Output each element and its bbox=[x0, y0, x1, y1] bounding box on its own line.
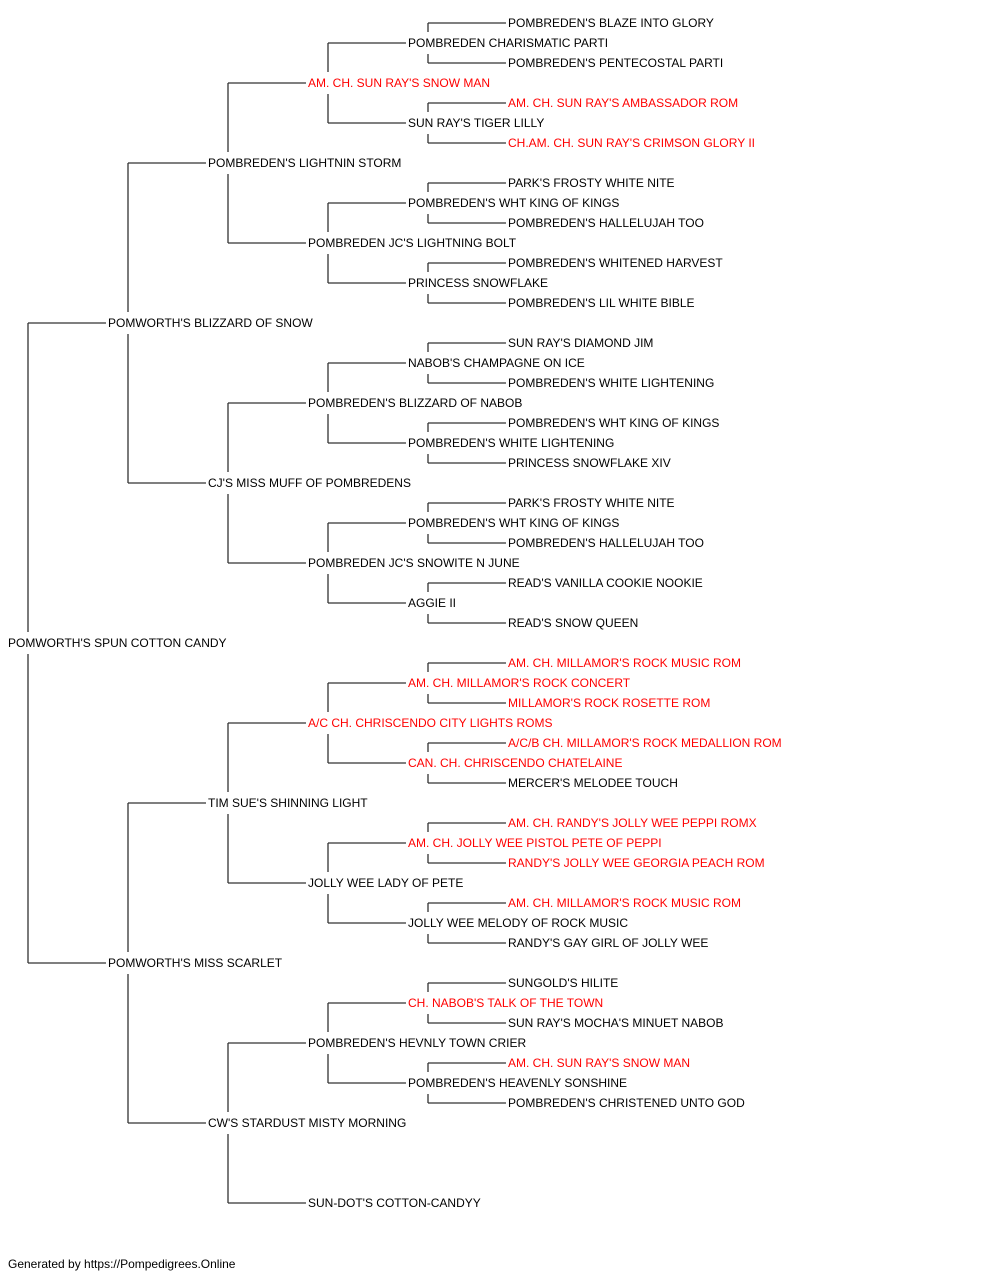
dog-name-gen5: POMBREDEN'S HALLELUJAH TOO bbox=[508, 216, 704, 230]
dog-name-gen5: POMBREDEN'S LIL WHITE BIBLE bbox=[508, 296, 695, 310]
dog-name-gen2: CJ'S MISS MUFF OF POMBREDENS bbox=[208, 476, 411, 490]
dog-name-gen3: SUN-DOT'S COTTON-CANDYY bbox=[308, 1196, 481, 1210]
dog-name-gen5: AM. CH. SUN RAY'S AMBASSADOR ROM bbox=[508, 96, 739, 110]
dog-name-gen5: POMBREDEN'S WHITENED HARVEST bbox=[508, 256, 723, 270]
dog-name-gen5: CH.AM. CH. SUN RAY'S CRIMSON GLORY II bbox=[508, 136, 755, 150]
dog-name-gen5: READ'S SNOW QUEEN bbox=[508, 616, 639, 630]
dog-name-gen5: AM. CH. RANDY'S JOLLY WEE PEPPI ROMX bbox=[508, 816, 757, 830]
dog-name-gen2: TIM SUE'S SHINNING LIGHT bbox=[208, 796, 368, 810]
dog-name-gen5: AM. CH. MILLAMOR'S ROCK MUSIC ROM bbox=[508, 656, 741, 670]
dog-name-gen1: POMWORTH'S BLIZZARD OF SNOW bbox=[108, 316, 313, 330]
dog-name-gen2: POMBREDEN'S LIGHTNIN STORM bbox=[208, 156, 402, 170]
dog-name-gen5: AM. CH. SUN RAY'S SNOW MAN bbox=[508, 1056, 691, 1070]
dog-name-gen3: POMBREDEN'S HEVNLY TOWN CRIER bbox=[308, 1036, 527, 1050]
dog-name-gen0: POMWORTH'S SPUN COTTON CANDY bbox=[8, 636, 227, 650]
dog-name-gen5: PARK'S FROSTY WHITE NITE bbox=[508, 176, 675, 190]
dog-name-gen4: CH. NABOB'S TALK OF THE TOWN bbox=[408, 996, 604, 1010]
dog-name-gen4: PRINCESS SNOWFLAKE bbox=[408, 276, 549, 290]
dog-name-gen3: JOLLY WEE LADY OF PETE bbox=[308, 876, 464, 890]
dog-name-gen4: POMBREDEN CHARISMATIC PARTI bbox=[408, 36, 609, 50]
dog-name-gen5: POMBREDEN'S WHT KING OF KINGS bbox=[508, 416, 720, 430]
dog-name-gen4: POMBREDEN'S HEAVENLY SONSHINE bbox=[408, 1076, 628, 1090]
dog-name-gen4: AM. CH. JOLLY WEE PISTOL PETE OF PEPPI bbox=[408, 836, 662, 850]
dog-name-gen4: AGGIE II bbox=[408, 596, 457, 610]
dog-name-gen3: POMBREDEN JC'S LIGHTNING BOLT bbox=[308, 236, 517, 250]
dog-name-gen5: PRINCESS SNOWFLAKE XIV bbox=[508, 456, 671, 470]
dog-name-gen5: POMBREDEN'S PENTECOSTAL PARTI bbox=[508, 56, 724, 70]
dog-name-gen5: MERCER'S MELODEE TOUCH bbox=[508, 776, 678, 790]
dog-name-gen5: A/C/B CH. MILLAMOR'S ROCK MEDALLION ROM bbox=[508, 736, 782, 750]
dog-name-gen5: RANDY'S JOLLY WEE GEORGIA PEACH ROM bbox=[508, 856, 765, 870]
dog-name-gen5: SUNGOLD'S HILITE bbox=[508, 976, 619, 990]
dog-name-gen5: RANDY'S GAY GIRL OF JOLLY WEE bbox=[508, 936, 709, 950]
dog-name-gen2: CW'S STARDUST MISTY MORNING bbox=[208, 1116, 407, 1130]
dog-name-gen1: POMWORTH'S MISS SCARLET bbox=[108, 956, 283, 970]
dog-name-gen5: POMBREDEN'S HALLELUJAH TOO bbox=[508, 536, 704, 550]
dog-name-gen4: POMBREDEN'S WHT KING OF KINGS bbox=[408, 196, 620, 210]
dog-name-gen3: AM. CH. SUN RAY'S SNOW MAN bbox=[308, 76, 491, 90]
dog-name-gen5: PARK'S FROSTY WHITE NITE bbox=[508, 496, 675, 510]
dog-name-gen5: READ'S VANILLA COOKIE NOOKIE bbox=[508, 576, 703, 590]
dog-name-gen5: MILLAMOR'S ROCK ROSETTE ROM bbox=[508, 696, 711, 710]
dog-name-gen3: POMBREDEN JC'S SNOWITE N JUNE bbox=[308, 556, 520, 570]
generated-by-footer: Generated by https://Pompedigrees.Online bbox=[8, 1257, 236, 1271]
dog-name-gen4: POMBREDEN'S WHT KING OF KINGS bbox=[408, 516, 620, 530]
dog-name-gen5: SUN RAY'S DIAMOND JIM bbox=[508, 336, 654, 350]
dog-name-gen5: SUN RAY'S MOCHA'S MINUET NABOB bbox=[508, 1016, 724, 1030]
dog-name-gen4: NABOB'S CHAMPAGNE ON ICE bbox=[408, 356, 585, 370]
dog-name-gen5: POMBREDEN'S CHRISTENED UNTO GOD bbox=[508, 1096, 745, 1110]
dog-name-gen3: POMBREDEN'S BLIZZARD OF NABOB bbox=[308, 396, 523, 410]
dog-name-gen4: AM. CH. MILLAMOR'S ROCK CONCERT bbox=[408, 676, 631, 690]
dog-name-gen5: POMBREDEN'S WHITE LIGHTENING bbox=[508, 376, 715, 390]
dog-name-gen3: A/C CH. CHRISCENDO CITY LIGHTS ROMS bbox=[308, 716, 553, 730]
dog-name-gen4: CAN. CH. CHRISCENDO CHATELAINE bbox=[408, 756, 623, 770]
dog-name-gen4: POMBREDEN'S WHITE LIGHTENING bbox=[408, 436, 615, 450]
dog-name-gen5: POMBREDEN'S BLAZE INTO GLORY bbox=[508, 16, 714, 30]
dog-name-gen4: SUN RAY'S TIGER LILLY bbox=[408, 116, 545, 130]
dog-name-gen4: JOLLY WEE MELODY OF ROCK MUSIC bbox=[408, 916, 629, 930]
dog-name-gen5: AM. CH. MILLAMOR'S ROCK MUSIC ROM bbox=[508, 896, 741, 910]
